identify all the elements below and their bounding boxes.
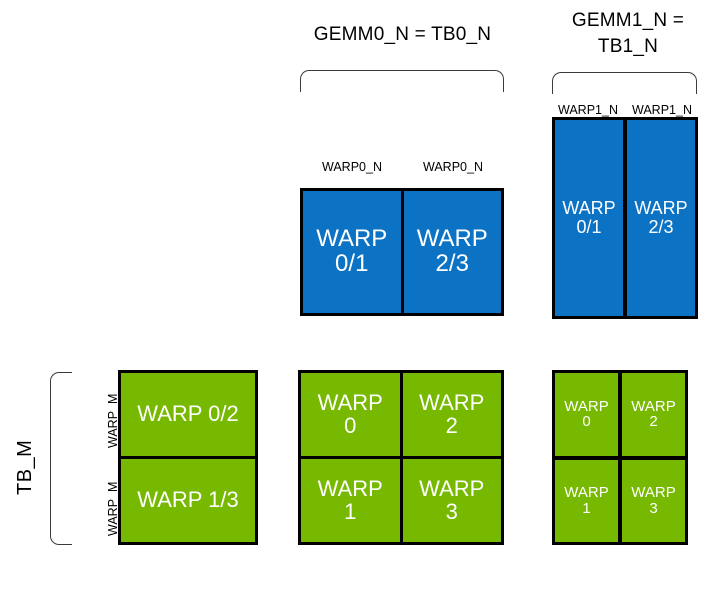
gemm0-warp-cell-0[interactable]: WARP 0/1 [303,191,401,313]
gemm0-blue-block: WARP 0/1 WARP 2/3 [300,188,504,316]
right-green-block: WARP 0 WARP 1 WARP 2 WARP 3 [552,370,688,545]
middle-green-block: WARP 0 WARP 1 WARP 2 WARP 3 [298,370,504,545]
warp0n-tick-right: WARP0_N [423,160,483,174]
left-green-cell-0[interactable]: WARP 0/2 [121,373,255,456]
gemm1-brace [552,72,697,94]
right-green-cell-0[interactable]: WARP 0 [555,373,618,456]
gemm1-warp-cell-0[interactable]: WARP 0/1 [555,120,623,316]
tb-m-brace [50,372,72,545]
warp1n-tick-right: WARP1_N [632,103,692,117]
left-green-block: WARP 0/2 WARP 1/3 [118,370,258,545]
middle-green-cell-3[interactable]: WARP 3 [402,459,501,542]
gemm1-title: GEMM1_N = TB1_N [571,10,685,57]
middle-green-cell-2[interactable]: WARP 1 [301,459,400,542]
gemm1-warp-cell-1[interactable]: WARP 2/3 [627,120,695,316]
right-green-cell-3[interactable]: WARP 3 [622,459,685,542]
middle-green-cell-0[interactable]: WARP 0 [301,373,400,456]
warp0n-tick-left: WARP0_N [322,160,382,174]
right-green-cell-1[interactable]: WARP 2 [622,373,685,456]
tb-m-label: TB_M [14,439,36,495]
gemm1-blue-block: WARP 0/1 WARP 2/3 [552,117,698,319]
gemm0-brace [300,70,504,92]
gemm0-title: GEMM0_N = TB0_N [313,24,492,45]
right-green-cell-2[interactable]: WARP 1 [555,459,618,542]
gemm0-warp-cell-1[interactable]: WARP 2/3 [403,191,501,313]
warp1n-tick-left: WARP1_N [558,103,618,117]
middle-green-cell-1[interactable]: WARP 2 [402,373,501,456]
left-green-cell-1[interactable]: WARP 1/3 [121,459,255,542]
